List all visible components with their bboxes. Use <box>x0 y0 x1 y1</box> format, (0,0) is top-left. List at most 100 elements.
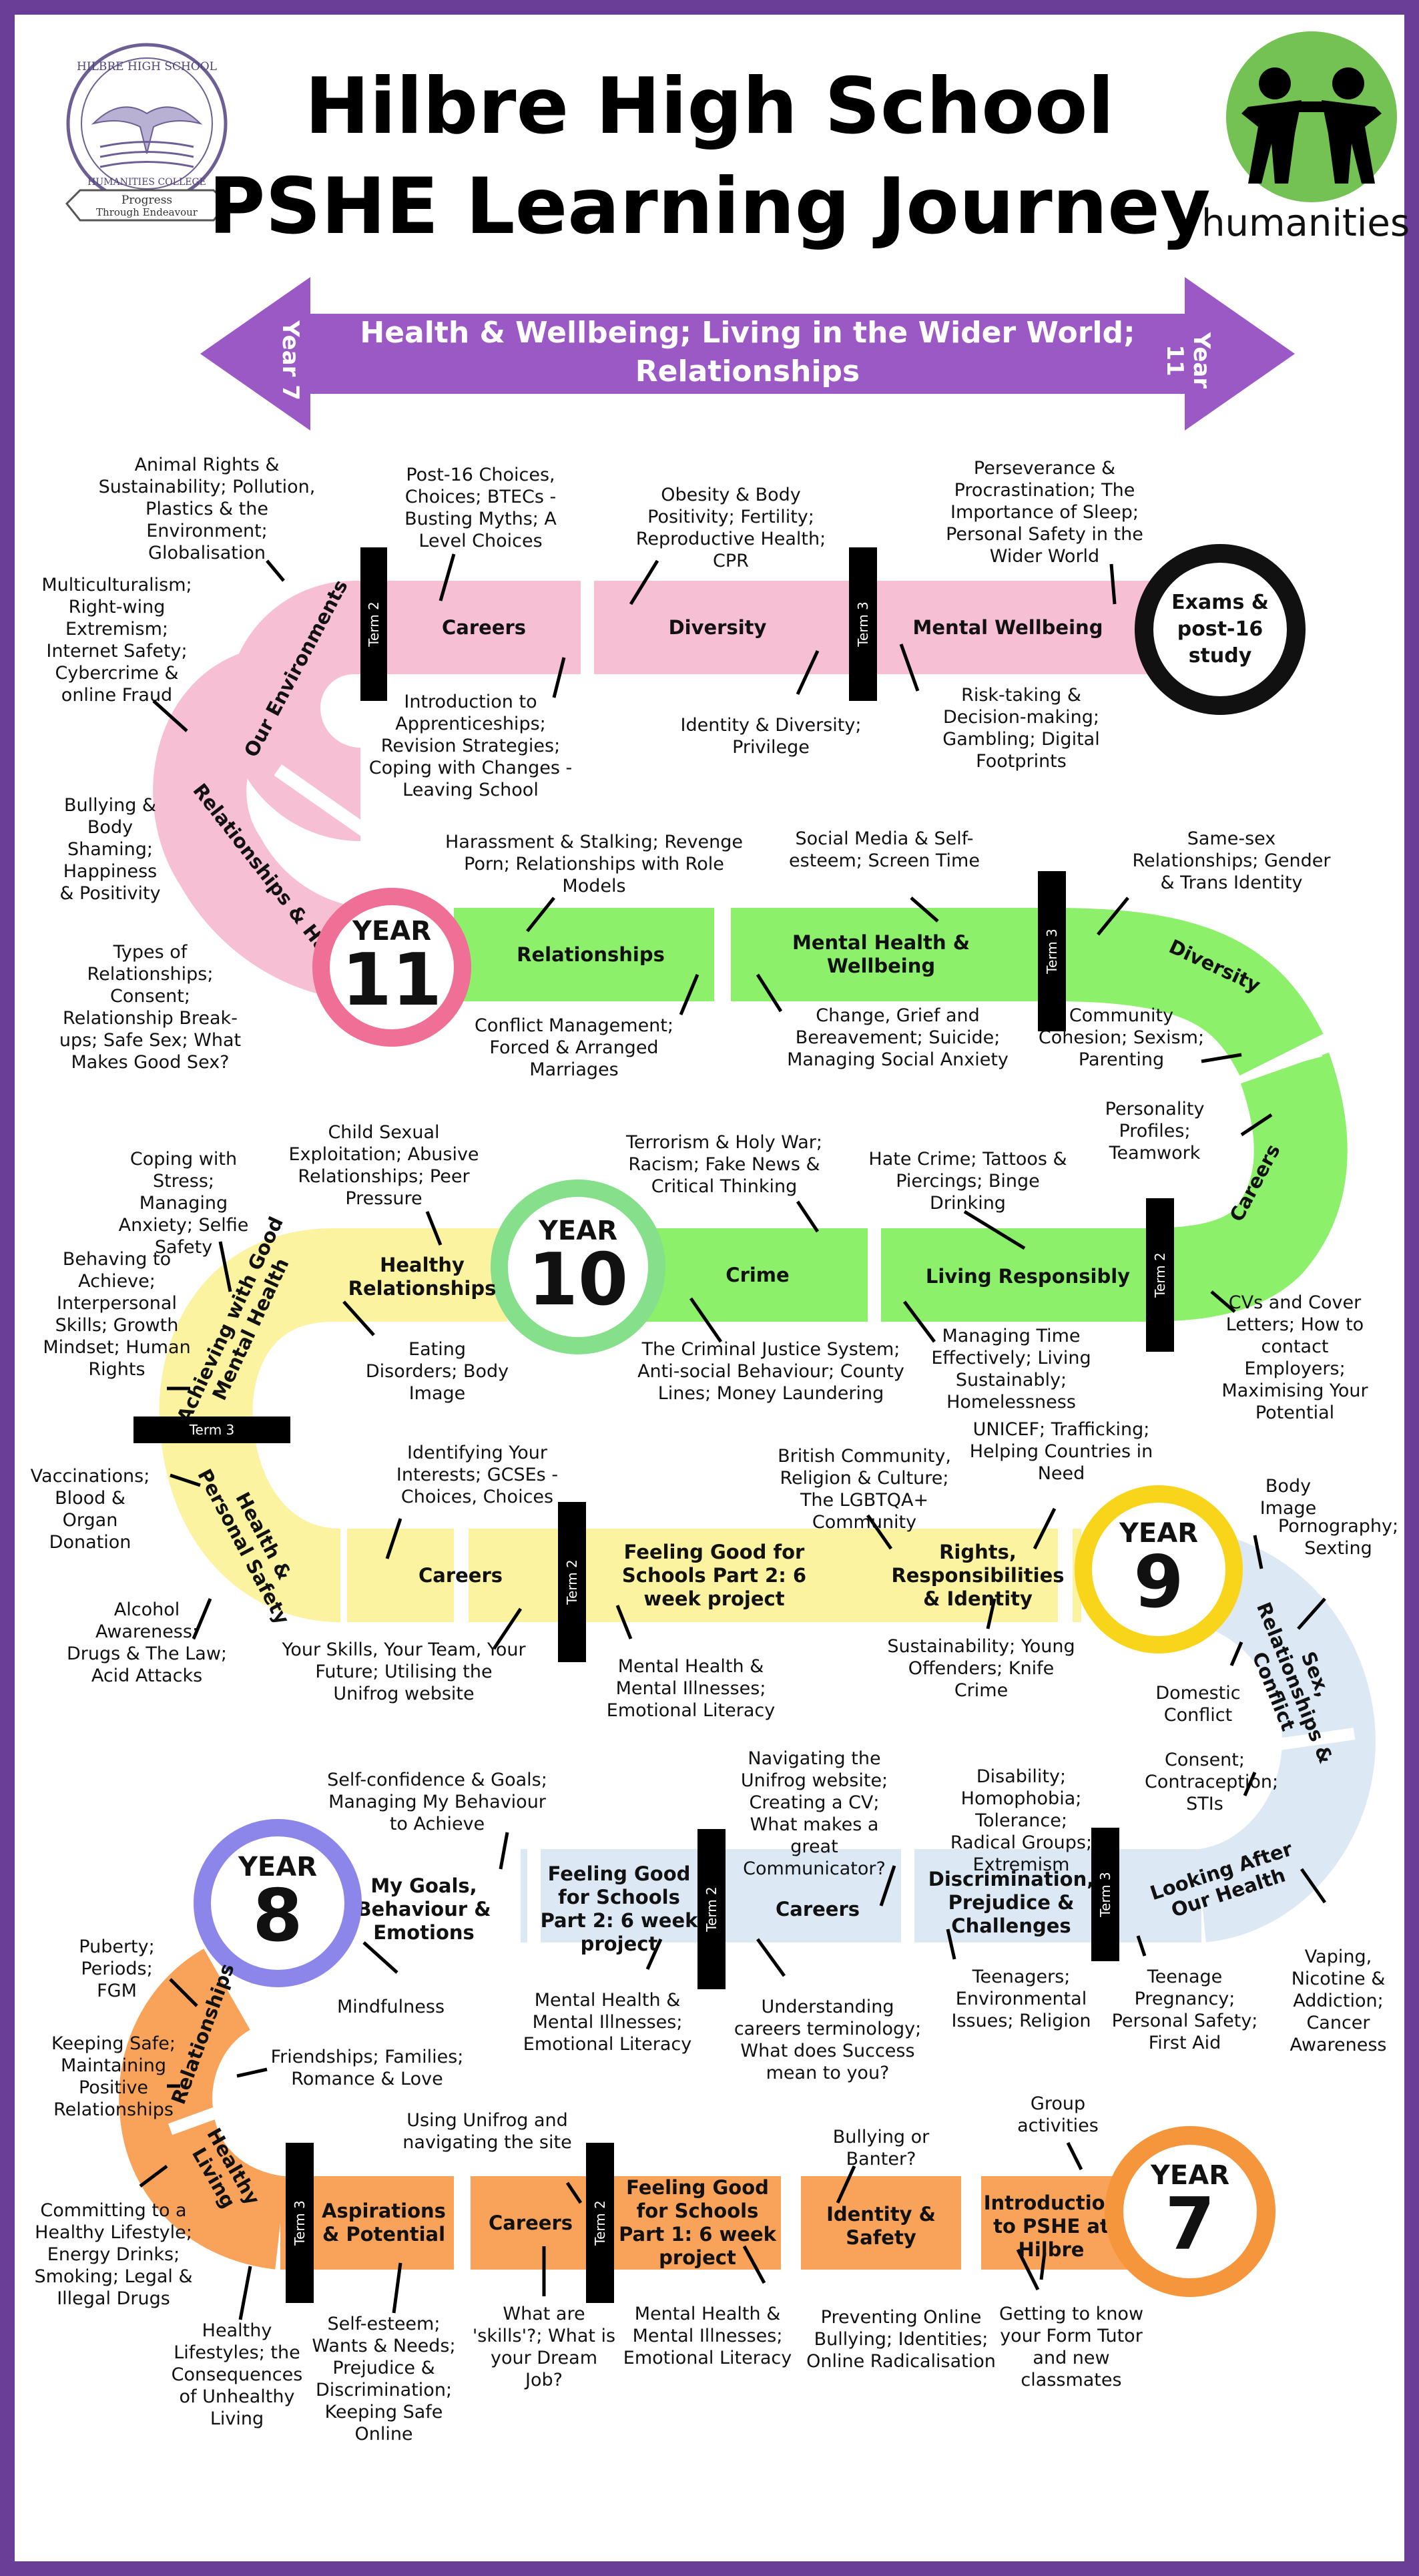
note-pornography: Pornography; Sexting <box>1278 1516 1399 1559</box>
term-marker: Term 2 <box>1146 1198 1174 1352</box>
note-post16: Post-16 Choices, Choices; BTECs - Bustin… <box>404 465 557 551</box>
note-identity-diversity: Identity & Diversity; Privilege <box>680 715 862 758</box>
note-british: British Community, Religion & Culture; T… <box>778 1446 951 1533</box>
note-understanding: Understanding careers terminology; What … <box>734 1997 922 2083</box>
segment-aspirations: Aspirations & Potential <box>322 2200 446 2246</box>
segment-discrimination: Discrimination, Prejudice & Challenges <box>928 1867 1095 1937</box>
segment-careers-y7: Careers <box>488 2211 573 2234</box>
note-mindfulness: Mindfulness <box>337 1997 445 2017</box>
school-logo-motto-2: Through Endeavour <box>96 206 198 218</box>
term-marker: Term 3 <box>133 1416 290 1443</box>
note-puberty: Puberty; Periods; FGM <box>79 1937 155 2001</box>
note-self-esteem: Self-esteem; Wants & Needs; Prejudice & … <box>312 2314 456 2444</box>
road-pink-top <box>226 581 581 841</box>
segment-crime: Crime <box>726 1263 790 1286</box>
note-perseverance: Perseverance & Procrastination; The Impo… <box>946 458 1143 567</box>
segment-mental-wellbeing: Mental Wellbeing <box>912 615 1103 639</box>
arrow-left-label: Year 7 <box>277 320 304 401</box>
note-disability: Disability; Homophobia; Tolerance; Radic… <box>950 1766 1093 1875</box>
note-coping: Coping with Stress; Managing Anxiety; Se… <box>118 1149 249 1258</box>
note-change-grief: Change, Grief and Bereavement; Suicide; … <box>787 1005 1009 1070</box>
note-mh-y9: Mental Health & Mental Illnesses; Emotio… <box>606 1656 776 1721</box>
note-intro-apprenticeships: Introduction to Apprenticeships; Revisio… <box>368 692 573 800</box>
note-alcohol: Alcohol Awareness; Drugs & The Law; Acid… <box>67 1599 227 1686</box>
note-eating-disorders: Eating Disorders; Body Image <box>365 1339 509 1404</box>
note-obesity: Obesity & Body Positivity; Fertility; Re… <box>635 485 826 571</box>
note-group-activities: Group activities <box>1017 2093 1099 2136</box>
segment-careers-y8: Careers <box>775 1897 860 1920</box>
note-vaccinations: Vaccinations; Blood & Organ Donation <box>30 1466 150 1553</box>
term-marker: Term 2 <box>360 547 387 701</box>
page-title-line2: PSHE Learning Journey <box>208 162 1211 252</box>
road-blue-bend <box>1180 1529 1376 1943</box>
term-marker: Term 3 <box>286 2143 314 2303</box>
note-navigating: Navigating the Unifrog website; Creating… <box>740 1748 888 1879</box>
page-title-line1: Hilbre High School <box>304 61 1115 152</box>
note-teenage-pregnancy: Teenage Pregnancy; Personal Safety; Firs… <box>1111 1967 1258 2053</box>
note-vaping: Vaping, Nicotine & Addiction; Cancer Awa… <box>1290 1947 1387 2055</box>
segment-identity-safety: Identity & Safety <box>826 2203 936 2249</box>
humanities-logo: humanities <box>1201 27 1410 254</box>
note-using-unifrog: Using Unifrog and navigating the site <box>402 2110 572 2153</box>
term-marker: Term 3 <box>1091 1828 1119 1961</box>
road-green-y11 <box>454 908 1324 1077</box>
theme-arrow-text: Health & Wellbeing; Living in the Wider … <box>360 316 1135 389</box>
segment-feeling-good-y7: Feeling Good for Schools Part 1: 6 week … <box>619 2176 776 2269</box>
segment-living-responsibly: Living Responsibly <box>925 1265 1131 1288</box>
note-teenagers: Teenagers; Environmental Issues; Religio… <box>951 1967 1091 2031</box>
exams-badge: Exams & post-16 study <box>1135 544 1306 715</box>
note-mh-y7: Mental Health & Mental Illnesses; Emotio… <box>623 2304 792 2368</box>
school-logo: Progress Through Endeavour HILBRE HIGH S… <box>65 43 229 222</box>
note-bullying-banter: Bullying or Banter? <box>832 2127 930 2169</box>
note-animal-rights: Animal Rights & Sustainability; Pollutio… <box>98 455 316 563</box>
term-marker: Term 2 <box>558 1502 586 1662</box>
note-conflict-management: Conflict Management; Forced & Arranged M… <box>475 1015 673 1080</box>
note-self-confidence: Self-confidence & Goals; Managing My Beh… <box>327 1770 547 1834</box>
note-types-relationships: Types of Relationships; Consent; Relatio… <box>59 942 242 1073</box>
note-committing: Committing to a Healthy Lifestyle; Energ… <box>34 2200 193 2309</box>
note-child-exploitation: Child Sexual Exploitation; Abusive Relat… <box>288 1122 479 1209</box>
road-orange-bend <box>119 1949 287 2270</box>
note-social-media: Social Media & Self-esteem; Screen Time <box>789 828 980 871</box>
note-terrorism: Terrorism & Holy War; Racism; Fake News … <box>626 1132 822 1197</box>
note-bullying-shaming: Bullying & Body Shaming; Happiness & Pos… <box>59 795 161 904</box>
note-healthy-lifestyles: Healthy Lifestyles; the Consequences of … <box>171 2320 303 2429</box>
term-marker: Term 3 <box>1038 871 1066 1031</box>
note-behaving: Behaving to Achieve; Interpersonal Skill… <box>43 1249 191 1380</box>
note-consent: Consent; Contraception; STIs <box>1145 1750 1279 1814</box>
note-cvs: CVs and Cover Letters; How to contact Em… <box>1221 1292 1368 1423</box>
note-domestic: Domestic Conflict <box>1155 1683 1241 1726</box>
note-what-are-skills: What are 'skills'?; What is your Dream J… <box>472 2304 616 2390</box>
segment-intro-pshe: Introduction to PSHE at Hilbre <box>983 2191 1119 2261</box>
note-identifying: Identifying Your Interests; GCSEs - Choi… <box>396 1443 559 1507</box>
segment-relationships-y11: Relationships <box>517 943 665 966</box>
segment-feeling-good-y8: Feeling Good for Schools Part 2: 6 week … <box>540 1862 698 1955</box>
note-managing-time: Managing Time Effectively; Living Sustai… <box>931 1326 1091 1412</box>
segment-diversity-y11: Diversity <box>668 615 767 639</box>
note-friendships: Friendships; Families; Romance & Love <box>270 2047 464 2089</box>
term-marker: Term 2 <box>586 2143 614 2303</box>
note-personality: Personality Profiles; Teamwork <box>1105 1099 1205 1164</box>
note-your-skills: Your Skills, Your Team, Your Future; Uti… <box>282 1639 526 1704</box>
term-marker: Term 3 <box>849 547 877 701</box>
segment-mental-health-y11: Mental Health & Wellbeing <box>792 931 970 977</box>
theme-arrow <box>200 277 1295 431</box>
note-keeping-safe: Keeping Safe; Maintaining Positive Relat… <box>51 2033 176 2120</box>
note-preventing: Preventing Online Bullying; Identities; … <box>806 2307 996 2372</box>
segment-careers-y11: Careers <box>441 615 527 639</box>
note-body-image: Body Image <box>1259 1476 1317 1519</box>
note-multiculturalism: Multiculturalism; Right-wing Extremism; … <box>41 575 192 706</box>
school-logo-bottom: HUMANITIES COLLEGE <box>87 177 206 188</box>
note-same-sex: Same-sex Relationships; Gender & Trans I… <box>1132 828 1331 893</box>
note-unicef: UNICEF; Trafficking; Helping Countries i… <box>969 1419 1153 1484</box>
term-marker: Term 2 <box>697 1829 726 1989</box>
segment-careers-y9: Careers <box>418 1563 503 1587</box>
school-logo-top: HILBRE HIGH SCHOOL <box>77 60 217 73</box>
segment-my-goals: My Goals, Behaviour & Emotions <box>356 1874 491 1944</box>
segment-healthy-relationships: Healthy Relationships <box>348 1253 497 1300</box>
arrow-right-label: Year 11 <box>1161 332 1215 389</box>
